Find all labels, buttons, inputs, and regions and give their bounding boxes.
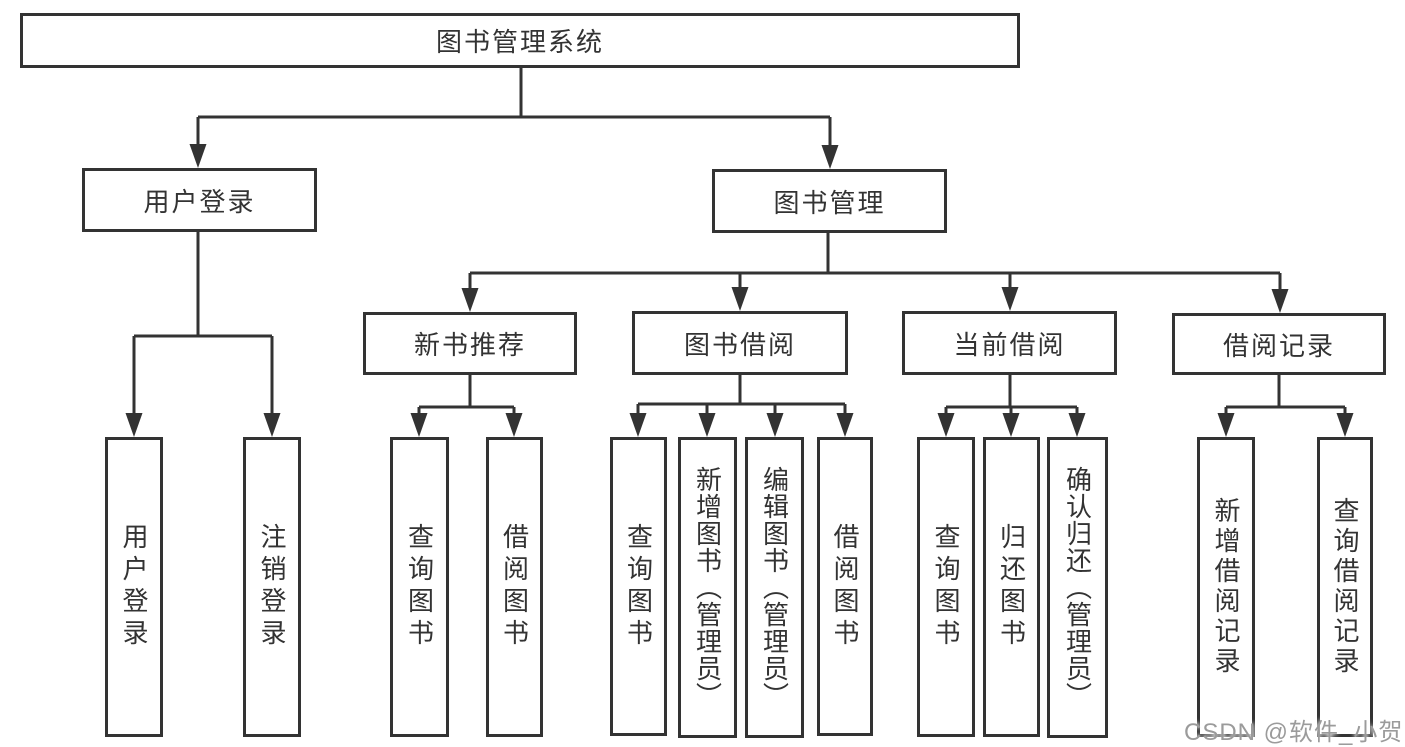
node-current-borrowing: 当前借阅 <box>902 311 1117 375</box>
leaf-bb-query-books: 查询图书 <box>610 437 667 736</box>
leaf-user-login: 用户登录 <box>105 437 163 737</box>
leaf-cb-confirm-return-admin: 确认归还（管理员） <box>1047 437 1108 738</box>
leaf-cb-return-books: 归还图书 <box>983 437 1040 737</box>
leaf-logout: 注销登录 <box>243 437 301 737</box>
leaf-br-add-record: 新增借阅记录 <box>1197 437 1255 737</box>
leaf-bb-borrow-books: 借阅图书 <box>817 437 873 736</box>
leaf-br-query-record: 查询借阅记录 <box>1317 437 1373 737</box>
node-borrowing-records: 借阅记录 <box>1172 313 1386 375</box>
node-user-login: 用户登录 <box>82 168 317 232</box>
leaf-bb-edit-books-admin: 编辑图书（管理员） <box>745 437 804 738</box>
node-book-management: 图书管理 <box>712 169 947 233</box>
node-book-borrowing: 图书借阅 <box>632 311 848 375</box>
arrowheads <box>125 144 1354 437</box>
node-new-book-recommend: 新书推荐 <box>363 312 577 375</box>
leaf-rec-borrow-books: 借阅图书 <box>486 437 543 737</box>
node-root: 图书管理系统 <box>20 13 1020 68</box>
leaf-rec-query-books: 查询图书 <box>390 437 449 737</box>
leaf-cb-query-books: 查询图书 <box>917 437 975 737</box>
leaf-bb-add-books-admin: 新增图书（管理员） <box>678 437 737 738</box>
watermark: CSDN @软件_小贺同学 <box>1184 719 1405 746</box>
